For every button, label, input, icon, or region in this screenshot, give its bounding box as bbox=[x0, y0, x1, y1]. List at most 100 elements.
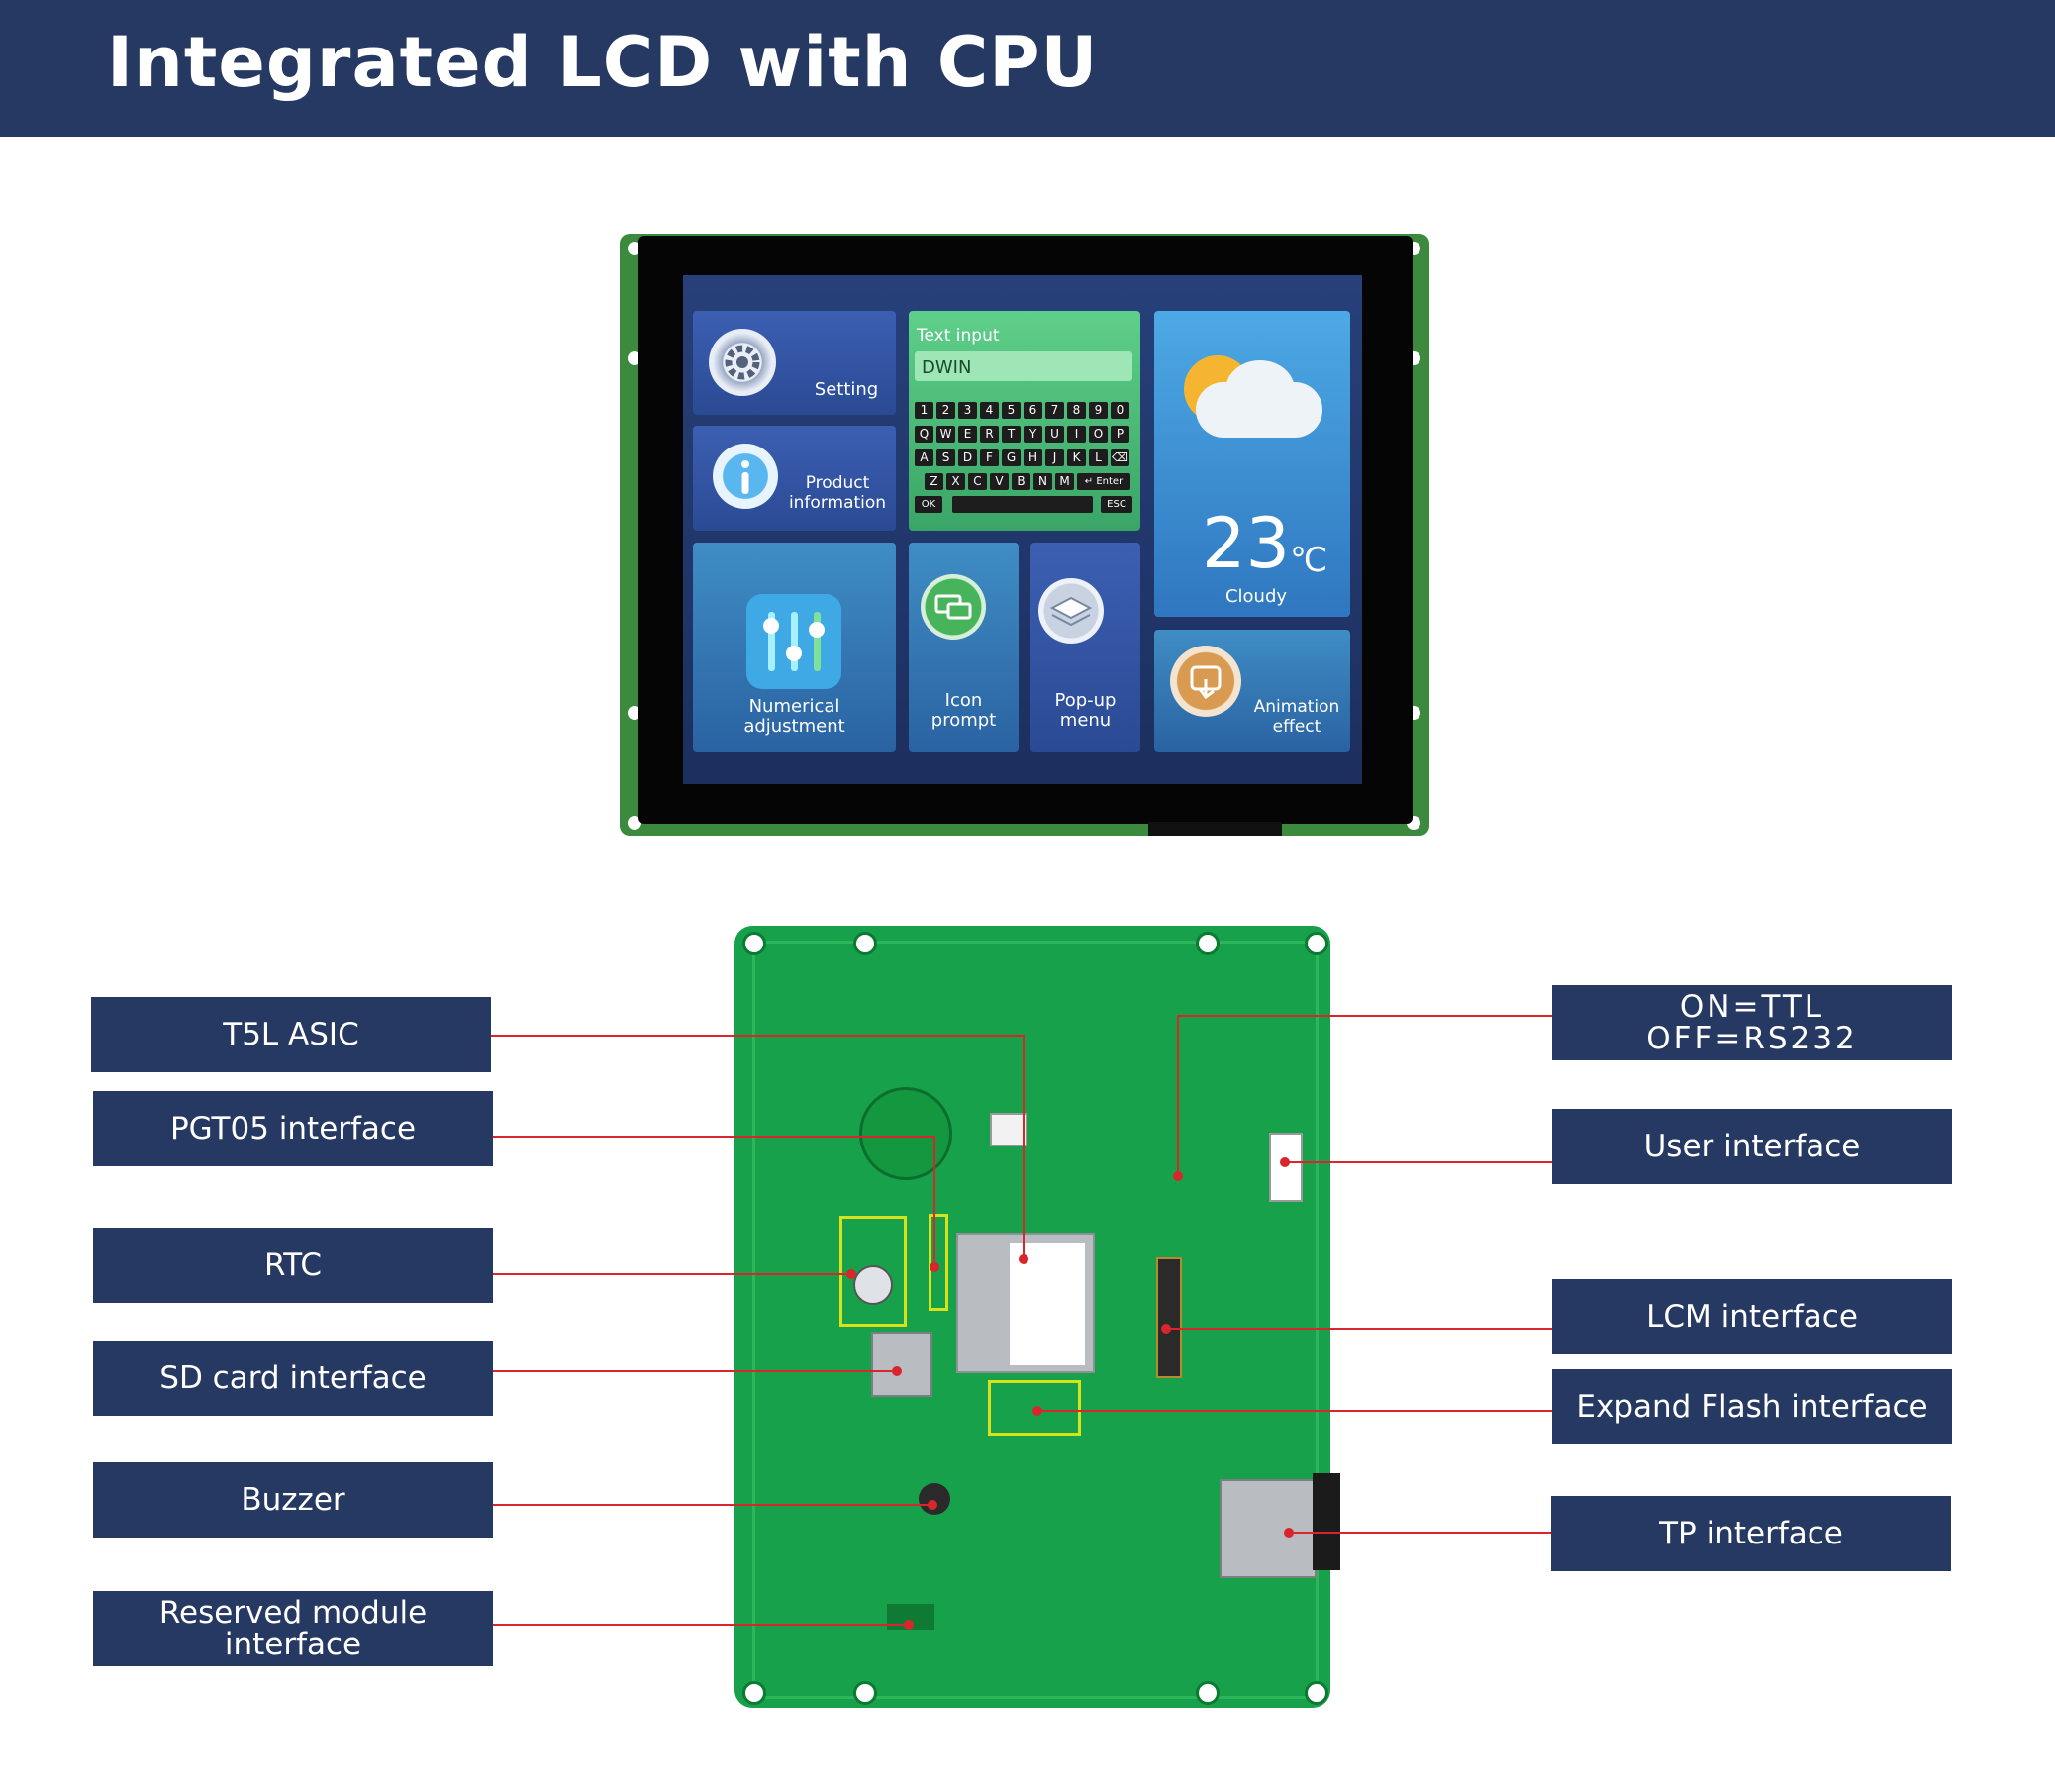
text-input-value: DWIN bbox=[922, 357, 972, 378]
touch-icon bbox=[1170, 646, 1241, 717]
keyboard-key: Z bbox=[925, 473, 943, 490]
leader-dot bbox=[892, 1366, 902, 1376]
tile-weather bbox=[1154, 311, 1350, 617]
keyboard-key: ⌫ bbox=[1111, 449, 1129, 466]
callout-expand-flash-interface: Expand Flash interface bbox=[1552, 1369, 1952, 1444]
keyboard-key: V bbox=[990, 473, 1009, 490]
callout-pgt05-interface: PGT05 interface bbox=[93, 1091, 493, 1166]
leader-dot bbox=[1280, 1157, 1290, 1167]
keyboard-key: W bbox=[936, 426, 955, 443]
lcm-connector bbox=[1156, 1257, 1182, 1378]
keyboard-key: G bbox=[1002, 449, 1021, 466]
keyboard-key: 5 bbox=[1002, 402, 1021, 419]
keyboard-key: M bbox=[1055, 473, 1074, 490]
keyboard-key: J bbox=[1045, 449, 1064, 466]
keyboard-key: S bbox=[936, 449, 955, 466]
keyboard-key: A bbox=[915, 449, 933, 466]
tile-popup-menu: Pop-up menu bbox=[1030, 543, 1140, 752]
pcb-outline bbox=[752, 941, 1319, 1699]
callout-line: ON=TTL bbox=[1679, 989, 1825, 1025]
keyboard-key: 7 bbox=[1045, 402, 1064, 419]
text-input-title: Text input bbox=[917, 326, 1000, 346]
keyboard-key: Q bbox=[915, 426, 933, 443]
window-icon bbox=[921, 574, 986, 640]
callout-lcm-interface: LCM interface bbox=[1552, 1279, 1952, 1354]
key-ok: OK bbox=[915, 496, 942, 513]
gear-icon bbox=[709, 329, 776, 396]
keyboard-key: 1 bbox=[915, 402, 933, 419]
fpc-tab bbox=[1148, 822, 1282, 836]
temperature-unit: ℃ bbox=[1290, 541, 1328, 580]
keyboard-key: H bbox=[1024, 449, 1042, 466]
tile-numerical-adjustment: Numerical adjustment bbox=[693, 543, 896, 752]
keyboard-key: X bbox=[946, 473, 965, 490]
keyboard-key: R bbox=[980, 426, 999, 443]
mounting-hole bbox=[628, 242, 641, 255]
callout-tp-interface: TP interface bbox=[1551, 1496, 1951, 1571]
tile-animation-effect: Animation effect bbox=[1154, 630, 1350, 752]
tile-label: Setting bbox=[814, 379, 879, 400]
mounting-hole bbox=[1305, 932, 1328, 955]
callout-sd-card-interface: SD card interface bbox=[93, 1341, 493, 1416]
leader-dot bbox=[846, 1269, 856, 1279]
keyboard-key: E bbox=[958, 426, 977, 443]
rtc-crystal bbox=[853, 1265, 893, 1305]
header-bar: Integrated LCD with CPU bbox=[0, 0, 2055, 137]
keyboard-key: N bbox=[1033, 473, 1052, 490]
keyboard-key: O bbox=[1089, 426, 1108, 443]
callout-ttl-rs232-switch: ON=TTL OFF=RS232 bbox=[1552, 985, 1952, 1060]
tile-label: Numerical adjustment bbox=[743, 696, 845, 737]
battery-holder bbox=[859, 1087, 952, 1180]
callout-rtc: RTC bbox=[93, 1228, 493, 1303]
tile-icon-prompt: Icon prompt bbox=[909, 543, 1019, 752]
keyboard-key: 6 bbox=[1024, 402, 1042, 419]
callout-line: OFF=RS232 bbox=[1646, 1021, 1858, 1056]
weather-condition: Cloudy bbox=[1224, 586, 1288, 607]
sliders-icon bbox=[746, 594, 841, 689]
space-key bbox=[952, 496, 1093, 513]
leader-ttl-switch bbox=[1177, 1015, 1552, 1176]
mounting-hole bbox=[853, 1681, 877, 1705]
keyboard-key: Y bbox=[1024, 426, 1042, 443]
tp-fpc bbox=[1313, 1473, 1340, 1570]
keyboard-key: 4 bbox=[980, 402, 999, 419]
leader-dot bbox=[904, 1620, 914, 1630]
mounting-hole bbox=[742, 932, 766, 955]
keyboard-key: 9 bbox=[1089, 402, 1108, 419]
leader-dot bbox=[1161, 1324, 1171, 1334]
callout-t5l-asic: T5L ASIC bbox=[91, 997, 491, 1072]
keyboard-key: L bbox=[1089, 449, 1108, 466]
tile-label: Animation effect bbox=[1253, 697, 1340, 737]
keyboard-key: F bbox=[980, 449, 999, 466]
leader-dot bbox=[1284, 1528, 1294, 1538]
tile-setting: Setting bbox=[693, 311, 896, 415]
keyboard-key: I bbox=[1067, 426, 1086, 443]
keyboard-key: 2 bbox=[936, 402, 955, 419]
leader-dot bbox=[1173, 1171, 1183, 1181]
tile-label: Product information bbox=[788, 473, 887, 513]
mounting-hole bbox=[628, 816, 641, 830]
user-interface-connector bbox=[1269, 1133, 1303, 1202]
keyboard-key: ↵ Enter bbox=[1077, 473, 1130, 490]
rtc-highlight bbox=[839, 1216, 907, 1327]
keyboard-key: P bbox=[1111, 426, 1129, 443]
tile-product-information: Product information bbox=[693, 426, 896, 531]
keyboard-key: 3 bbox=[958, 402, 977, 419]
tile-text-input bbox=[909, 311, 1140, 531]
leader-dot bbox=[928, 1500, 937, 1510]
buzzer bbox=[919, 1483, 950, 1515]
leader-t5l-asic bbox=[491, 1035, 1025, 1259]
jst-connector bbox=[990, 1113, 1028, 1146]
layers-icon bbox=[1038, 578, 1104, 644]
callout-user-interface: User interface bbox=[1552, 1109, 1952, 1184]
leader-pgt05 bbox=[493, 1136, 935, 1267]
keyboard-key: B bbox=[1012, 473, 1030, 490]
pgt05-header bbox=[929, 1214, 948, 1311]
keyboard-key: 0 bbox=[1111, 402, 1129, 419]
mounting-hole bbox=[742, 1681, 766, 1705]
flash-highlight bbox=[988, 1380, 1081, 1436]
callout-buzzer: Buzzer bbox=[93, 1462, 493, 1538]
tile-label: Pop-up menu bbox=[1054, 690, 1117, 731]
leader-dot bbox=[1019, 1254, 1028, 1264]
